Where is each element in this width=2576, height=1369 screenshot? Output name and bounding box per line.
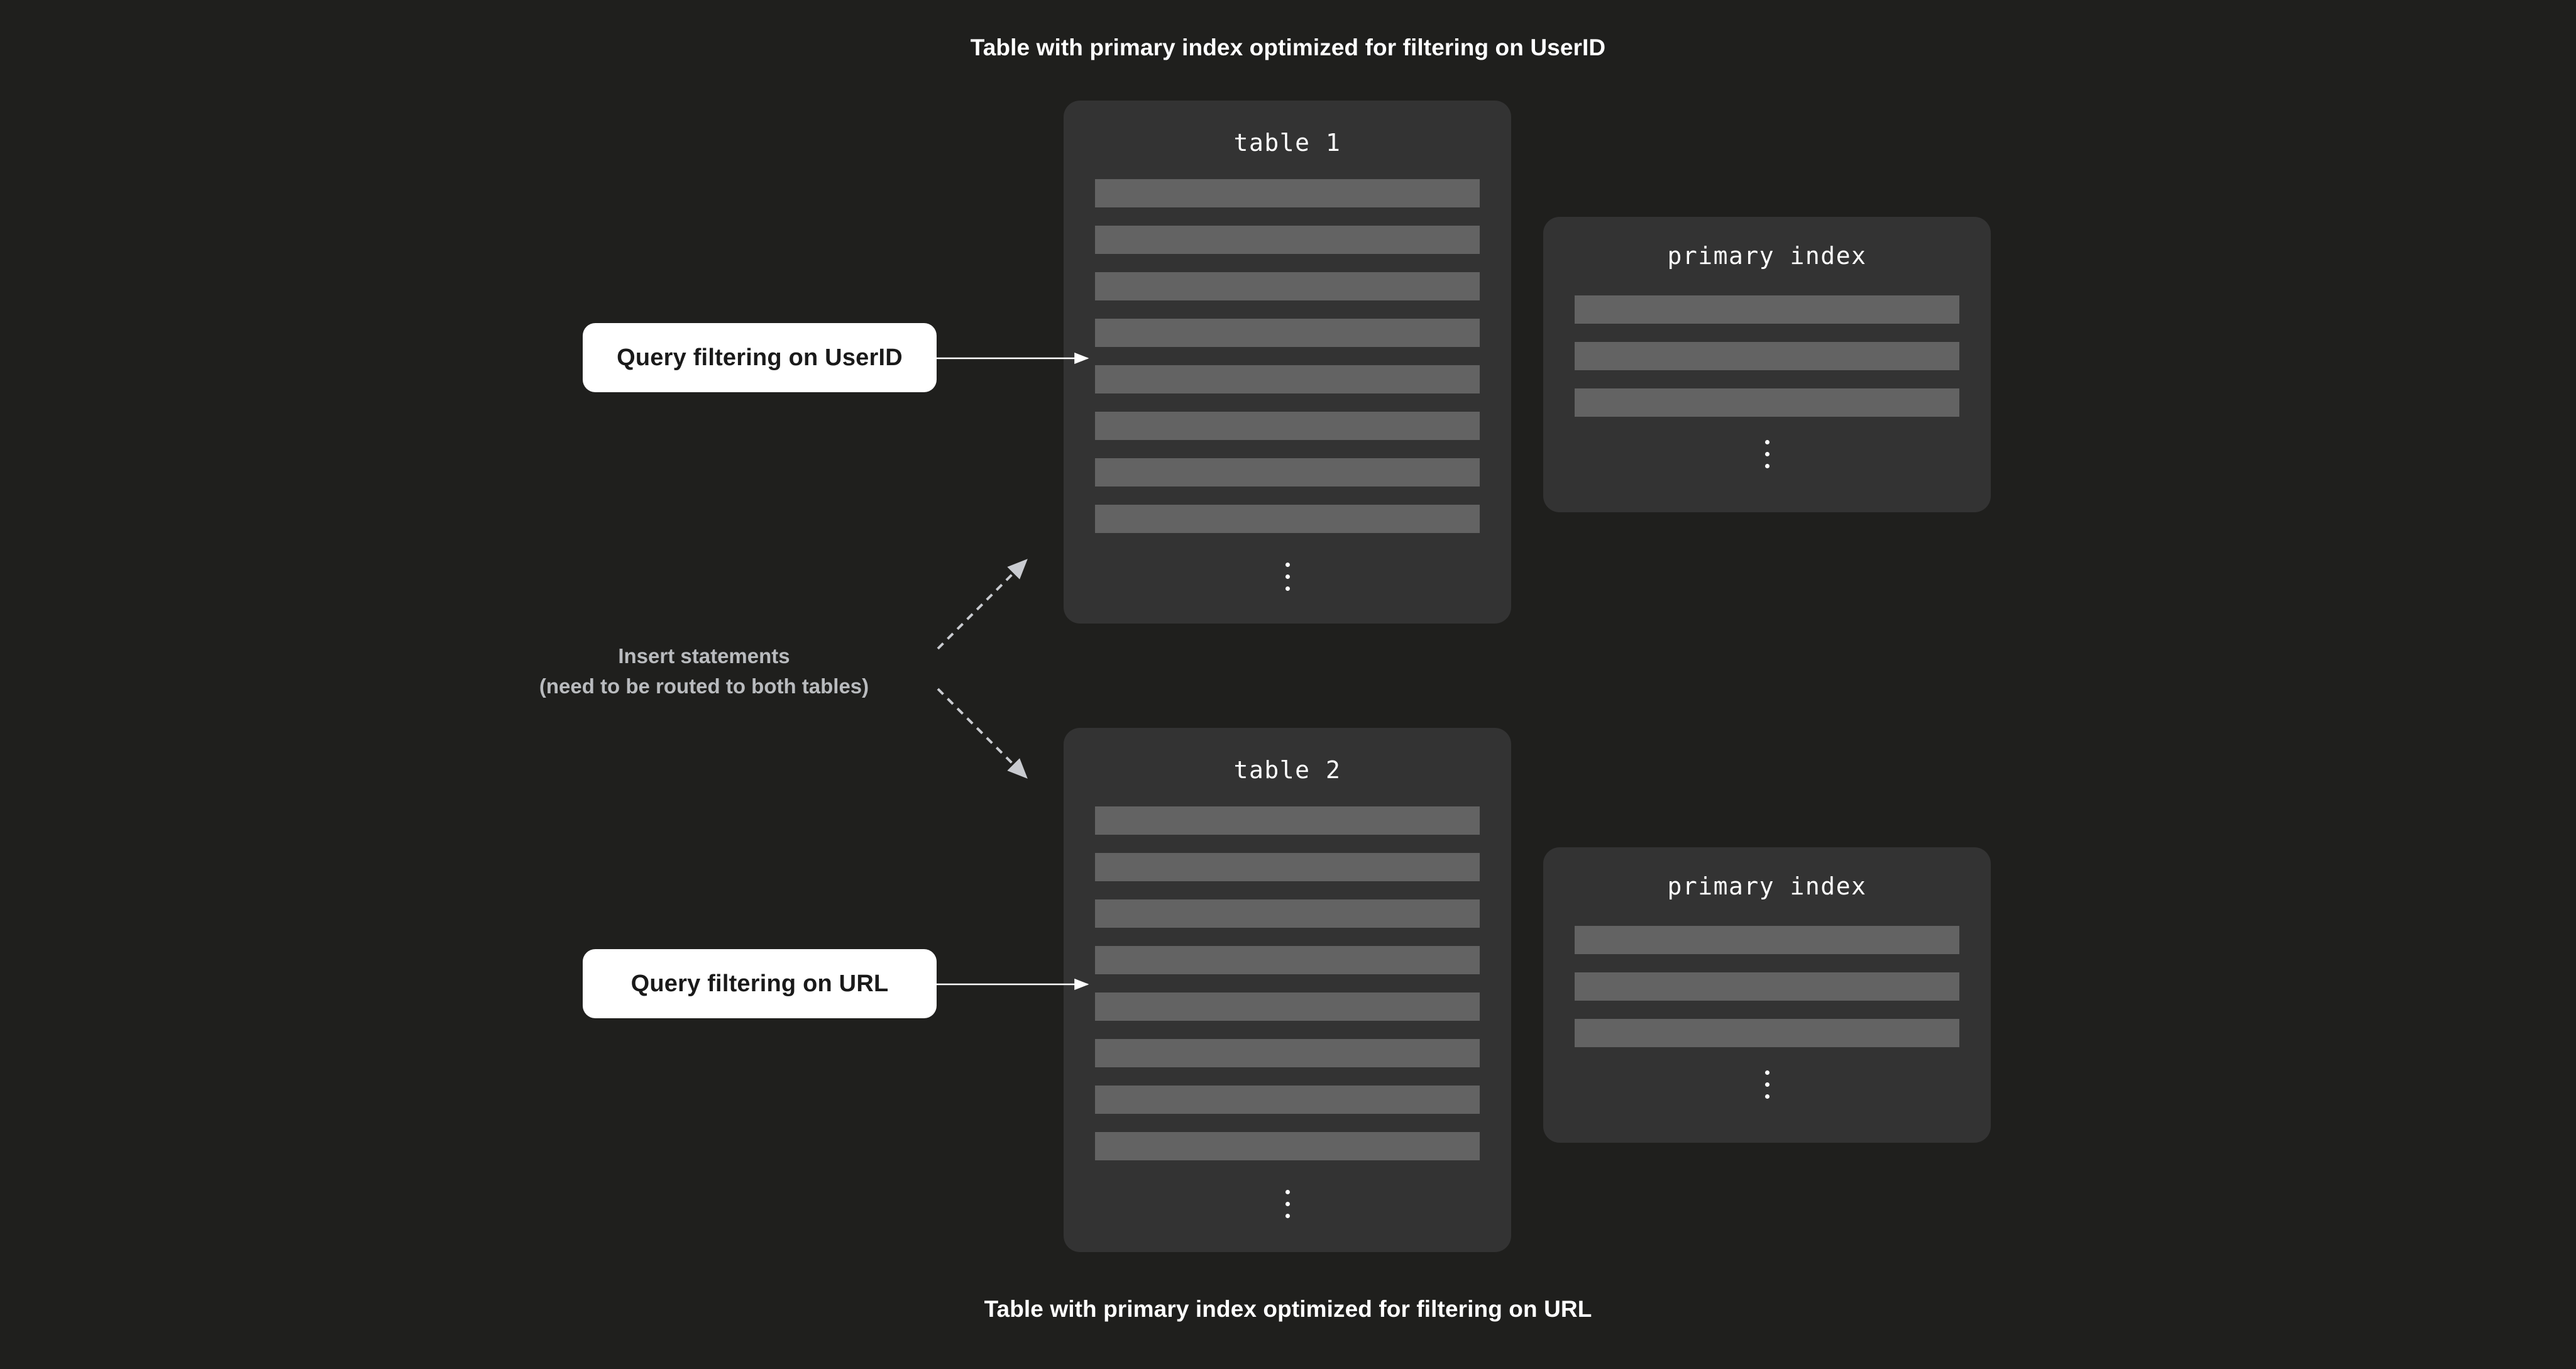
index-row xyxy=(1575,972,1959,1001)
table-1-card: table 1 xyxy=(1064,101,1511,624)
top-caption: Table with primary index optimized for f… xyxy=(970,35,1606,60)
index-row xyxy=(1575,388,1959,417)
table-row xyxy=(1095,806,1480,835)
dashed-arrow-to-table-2 xyxy=(937,688,1028,779)
index-row xyxy=(1575,1019,1959,1047)
table-1-title: table 1 xyxy=(1233,129,1341,157)
table-2-rows xyxy=(1064,806,1511,1160)
table-row xyxy=(1095,319,1480,347)
primary-index-2-rows xyxy=(1543,926,1991,1047)
bottom-caption: Table with primary index optimized for f… xyxy=(984,1296,1592,1322)
index-row xyxy=(1575,926,1959,954)
table-2-card: table 2 xyxy=(1064,728,1511,1252)
insert-label-line-2: (need to be routed to both tables) xyxy=(539,674,869,698)
insert-statements-dashed-arrows xyxy=(937,559,1028,779)
table-1-rows xyxy=(1064,179,1511,533)
primary-index-2-title: primary index xyxy=(1667,872,1867,900)
index-row xyxy=(1575,295,1959,324)
insert-label-line-1: Insert statements xyxy=(618,644,790,668)
insert-statements-label: Insert statements (need to be routed to … xyxy=(465,641,943,701)
dashed-arrow-to-table-1 xyxy=(937,559,1028,650)
table-row xyxy=(1095,1039,1480,1067)
index-row xyxy=(1575,342,1959,370)
table-row xyxy=(1095,505,1480,533)
primary-index-2-card: primary index xyxy=(1543,847,1991,1143)
table-row xyxy=(1095,458,1480,487)
table-row xyxy=(1095,1086,1480,1114)
table-row xyxy=(1095,179,1480,207)
query-filtering-on-url-box[interactable]: Query filtering on URL xyxy=(583,949,937,1018)
primary-index-1-rows xyxy=(1543,295,1991,417)
table-row xyxy=(1095,853,1480,881)
table-row xyxy=(1095,272,1480,300)
table-row xyxy=(1095,1132,1480,1160)
query-filtering-on-userid-box[interactable]: Query filtering on UserID xyxy=(583,323,937,392)
table-row xyxy=(1095,365,1480,393)
table-row xyxy=(1095,412,1480,440)
table-row xyxy=(1095,226,1480,254)
table-row xyxy=(1095,899,1480,928)
primary-index-1-title: primary index xyxy=(1667,242,1867,270)
table-2-title: table 2 xyxy=(1233,756,1341,784)
primary-index-1-card: primary index xyxy=(1543,217,1991,512)
table-row xyxy=(1095,946,1480,974)
table-row xyxy=(1095,992,1480,1021)
